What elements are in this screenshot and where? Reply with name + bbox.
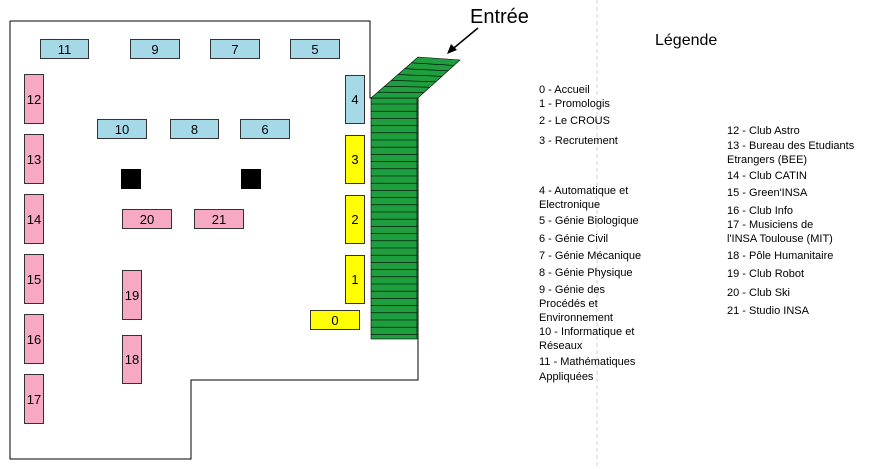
legend-item-0: 0 - Accueil: [539, 84, 590, 96]
legend-item-7: 7 - Génie Mécanique: [539, 250, 642, 262]
stand-1: 1: [345, 255, 365, 304]
pillar: [241, 169, 261, 189]
stand-4: 4: [345, 75, 365, 124]
stand-16: 16: [24, 314, 44, 364]
legend-item-4-line1: 4 - Automatique et: [539, 185, 629, 197]
stand-21: 21: [194, 209, 244, 229]
legend-item-13-line2: Etrangers (BEE): [727, 154, 808, 166]
staircase: [370, 56, 461, 340]
legend-title: Légende: [655, 32, 718, 49]
stand-10: 10: [97, 119, 147, 139]
legend-item-9-line2: Procédés et: [539, 298, 598, 310]
stairs-flight: [370, 97, 418, 340]
stand-19: 19: [122, 270, 142, 320]
legend-item-8: 8 - Génie Physique: [539, 267, 633, 279]
pillar: [121, 169, 141, 189]
stand-17: 17: [24, 374, 44, 424]
legend-item-9-line1: 9 - Génie des: [539, 284, 606, 296]
legend-item-18: 18 - Pôle Humanitaire: [727, 250, 834, 262]
legend-item-10-line2: Réseaux: [539, 340, 583, 352]
legend-item-2: 2 - Le CROUS: [539, 115, 610, 127]
stand-13: 13: [24, 134, 44, 184]
stair-step: [411, 62, 455, 66]
room-outline: [9, 20, 419, 460]
stand-15: 15: [24, 254, 44, 304]
legend-item-20: 20 - Club Ski: [727, 287, 790, 299]
legend-item-1: 1 - Promologis: [539, 98, 610, 110]
stand-20: 20: [122, 209, 172, 229]
stand-9: 9: [130, 39, 180, 59]
stairs-landing: [370, 56, 461, 99]
stand-7: 7: [210, 39, 260, 59]
stand-3: 3: [345, 135, 365, 184]
legend-item-10-line1: 10 - Informatique et: [539, 326, 635, 338]
stair-step: [384, 85, 431, 88]
legend-item-11-line1: 11 - Mathématiques: [539, 356, 636, 368]
stand-6: 6: [240, 119, 290, 139]
legend-item-12: 12 - Club Astro: [727, 125, 800, 137]
stand-18: 18: [122, 335, 142, 384]
legend-item-5: 5 - Génie Biologique: [539, 215, 639, 227]
entree-label: Entrée: [470, 6, 529, 28]
stand-5: 5: [290, 39, 340, 59]
legend-item-9-line3: Environnement: [539, 312, 613, 324]
stair-step: [391, 80, 437, 83]
legend-item-11-line2: Appliquées: [539, 371, 594, 383]
legend-item-4-line2: Electronique: [539, 199, 601, 211]
stand-12: 12: [24, 74, 44, 124]
legend-item-6: 6 - Génie Civil: [539, 233, 609, 245]
legend-item-16: 16 - Club Info: [727, 205, 794, 217]
legend-item-13-line1: 13 - Bureau des Etudiants: [727, 140, 855, 152]
legend-item-3: 3 - Recrutement: [539, 135, 618, 147]
stand-2: 2: [345, 195, 365, 244]
legend-item-19: 19 - Club Robot: [727, 268, 805, 280]
stand-11: 11: [40, 39, 89, 59]
stand-0: 0: [310, 310, 360, 330]
stair-step: [397, 74, 443, 77]
stair-step: [404, 68, 449, 72]
legend-item-17-line2: l'INSA Toulouse (MIT): [727, 233, 833, 245]
legend-item-21: 21 - Studio INSA: [727, 305, 809, 317]
stand-8: 8: [170, 119, 219, 139]
legend-item-14: 14 - Club CATIN: [727, 170, 807, 182]
entree-arrow-head: [447, 44, 457, 54]
legend-item-15: 15 - Green'INSA: [727, 187, 808, 199]
legend-item-17-line1: 17 - Musiciens de: [727, 219, 814, 231]
stand-14: 14: [24, 194, 44, 244]
